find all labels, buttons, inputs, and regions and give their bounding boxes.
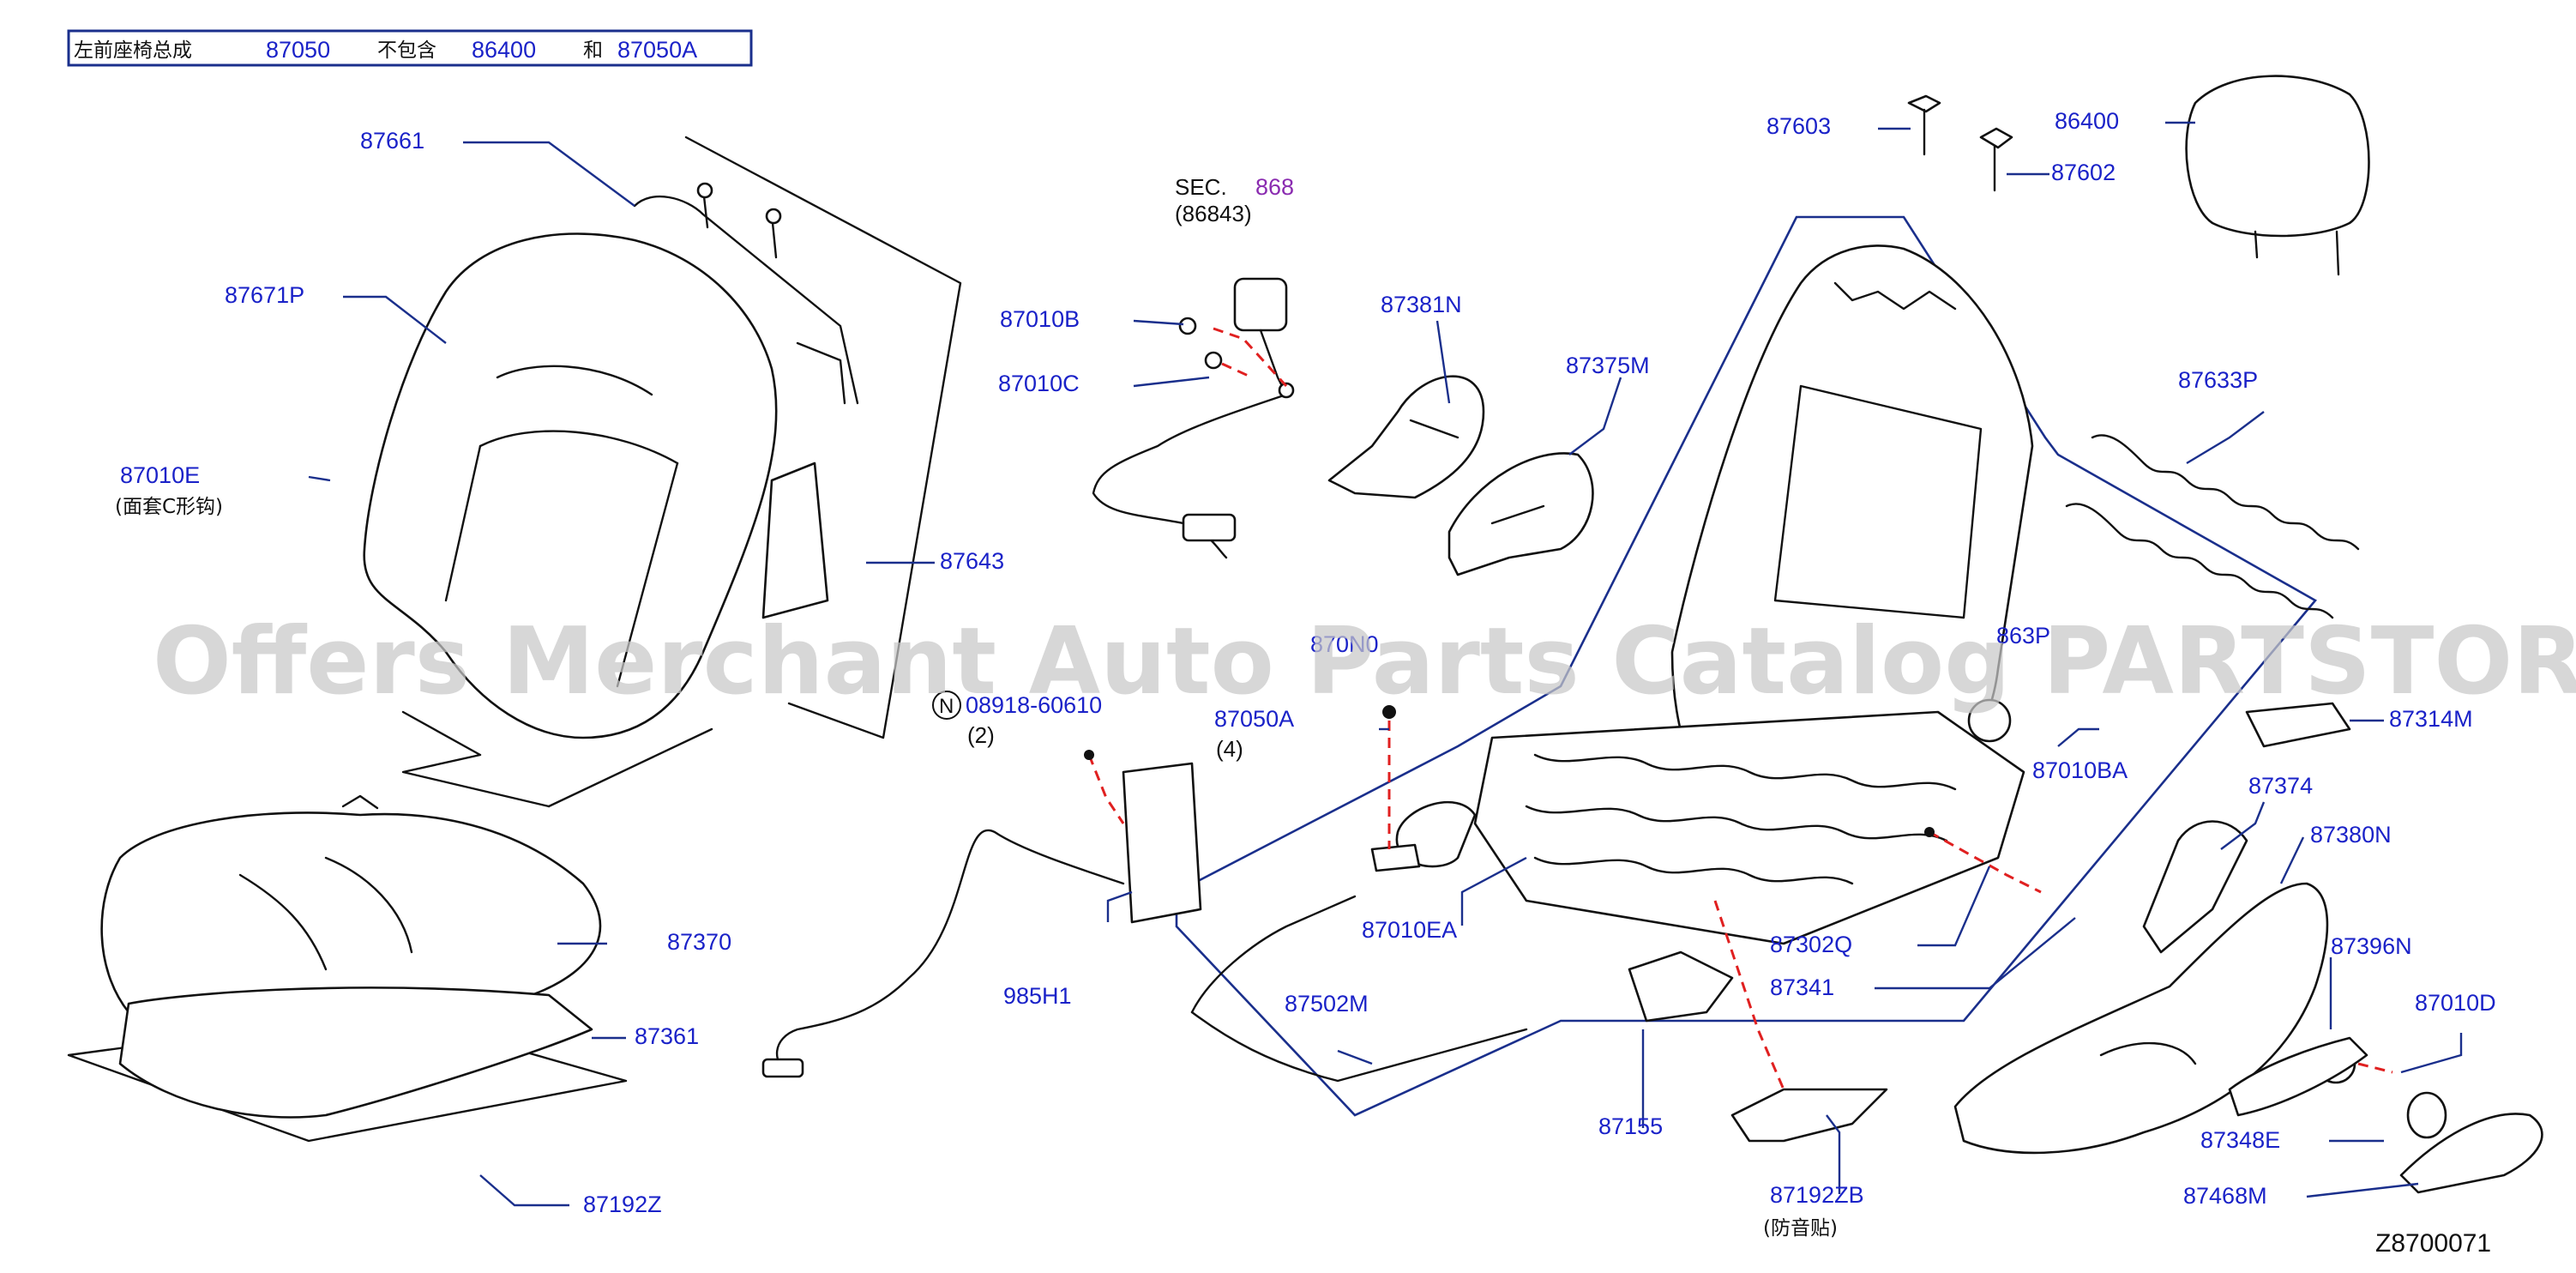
label-sec: SEC. (1175, 174, 1227, 200)
label-87602[interactable]: 87602 (2051, 160, 2116, 185)
label-86400[interactable]: 86400 (2055, 108, 2119, 134)
label-87010C[interactable]: 87010C (998, 371, 1080, 396)
header-exclude: 不包含 (377, 39, 436, 62)
label-sec-868[interactable]: 868 (1255, 174, 1294, 200)
diagram-code: Z8700071 (2375, 1229, 2491, 1258)
header-title: 左前座椅总成 (74, 39, 192, 62)
label-87671P[interactable]: 87671P (225, 282, 304, 308)
leader-lines (308, 121, 2463, 1207)
label-87381N[interactable]: 87381N (1381, 292, 1462, 317)
label-87302Q[interactable]: 87302Q (1770, 932, 1852, 957)
seat-frame-drawing (1175, 215, 2317, 1117)
seatback-pad-drawing (363, 136, 962, 808)
label-87661[interactable]: 87661 (360, 128, 424, 154)
label-87361[interactable]: 87361 (635, 1023, 699, 1049)
label-985H1[interactable]: 985H1 (1003, 983, 1072, 1009)
label-87502M[interactable]: 87502M (1285, 991, 1369, 1017)
label-87314M[interactable]: 87314M (2389, 706, 2473, 732)
label-87468M[interactable]: 87468M (2183, 1183, 2267, 1209)
label-863P[interactable]: 863P (1996, 623, 2050, 649)
label-87603[interactable]: 87603 (1766, 113, 1831, 139)
label-sec-sub: (86843) (1175, 201, 1252, 226)
header-box: 左前座椅总成 87050 不包含 86400 和 87050A (67, 29, 753, 67)
label-08918-qty: (2) (967, 722, 995, 748)
label-87192ZB-note: (防音贴) (1763, 1217, 1838, 1240)
label-87375M[interactable]: 87375M (1566, 353, 1650, 378)
header-code-87050A[interactable]: 87050A (617, 37, 697, 63)
label-87192Z[interactable]: 87192Z (583, 1192, 662, 1217)
springs-drawing (2065, 434, 2360, 619)
label-87010B[interactable]: 87010B (1000, 306, 1080, 332)
label-870N0[interactable]: 870N0 (1310, 631, 1379, 657)
label-87348E[interactable]: 87348E (2200, 1127, 2280, 1153)
callouts: 87661 87671P 87010E (面套C形钩) 87643 87370 … (115, 108, 2496, 1240)
fastener-lines (1084, 327, 2393, 1090)
header-code-86400[interactable]: 86400 (472, 37, 536, 63)
label-87396N[interactable]: 87396N (2331, 933, 2412, 959)
airbag-harness-drawing (761, 762, 1202, 1078)
label-87010D[interactable]: 87010D (2415, 990, 2496, 1016)
watermark: Offers Merchant Auto Parts Catalog PARTS… (153, 608, 2576, 715)
label-87370[interactable]: 87370 (667, 929, 731, 955)
label-87010E[interactable]: 87010E (120, 462, 200, 488)
label-87192ZB[interactable]: 87192ZB (1770, 1182, 1864, 1208)
label-87374[interactable]: 87374 (2248, 773, 2313, 799)
label-87010BA[interactable]: 87010BA (2032, 757, 2128, 783)
seat-cushion-drawing (67, 794, 628, 1143)
label-87050A[interactable]: 87050A (1214, 706, 1294, 732)
side-covers-drawing (1953, 702, 2543, 1194)
n-symbol: N (939, 695, 954, 718)
label-87380N[interactable]: 87380N (2310, 822, 2392, 848)
label-87010EA[interactable]: 87010EA (1362, 917, 1457, 943)
header-code-87050[interactable]: 87050 (266, 37, 330, 63)
label-87633P[interactable]: 87633P (2178, 367, 2258, 393)
n-symbol-circle (932, 691, 961, 720)
label-87050A-qty: (4) (1216, 736, 1243, 762)
headrest-drawing (1907, 75, 2370, 276)
label-87643[interactable]: 87643 (940, 548, 1004, 574)
seatbelt-buckle-drawing (1092, 277, 1295, 559)
header-and: 和 (583, 39, 603, 62)
label-87341[interactable]: 87341 (1770, 974, 1834, 1000)
recliner-covers-drawing (1327, 375, 1594, 576)
label-08918-60610[interactable]: 08918-60610 (966, 692, 1102, 718)
label-87155[interactable]: 87155 (1598, 1113, 1663, 1139)
label-87010E-note: (面套C形钩) (115, 496, 223, 518)
bottom-parts-drawing (1190, 843, 1888, 1143)
